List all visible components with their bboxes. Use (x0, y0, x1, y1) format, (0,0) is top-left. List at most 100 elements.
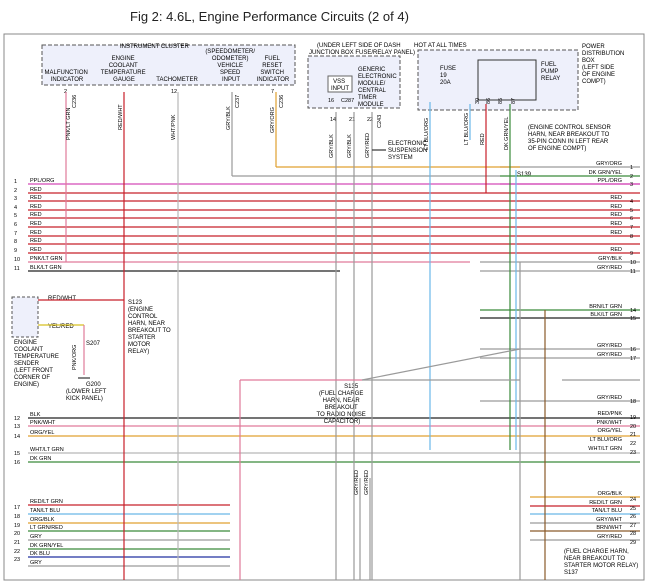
wire-number: 13 (14, 424, 20, 430)
vertical-wire-label: RED/WHT (118, 104, 124, 130)
pdb-pin: 86 (486, 98, 492, 104)
wire-number: 21 (14, 540, 20, 546)
s139-label: S139 (517, 172, 532, 178)
pin-label: C236 (279, 95, 285, 108)
wire-number: 6 (14, 222, 17, 228)
wire-number: 23 (630, 450, 636, 456)
vss-input-box (327, 75, 353, 93)
gem-module: (UNDER LEFT SIDE OF DASH JUNCTION BOX FU… (307, 43, 415, 128)
wire-color-label: RED (30, 204, 42, 210)
wire-color-label: RED (610, 221, 622, 227)
wire-number: 25 (630, 506, 636, 512)
wire-color-label: PPL/ORG (598, 178, 622, 184)
wire-color-label: RED (30, 187, 42, 193)
g200-note: G200 (LOWER LEFT KICK PANEL) (66, 382, 108, 402)
wire-number: 4 (14, 205, 17, 211)
wire-color-label: GRY/RED (597, 265, 622, 271)
wire-color-label: GRY/RED (597, 534, 622, 540)
wire-number: 15 (630, 316, 636, 322)
wire-color-label: PNK/WHT (30, 420, 56, 426)
wire-number: 7 (630, 225, 633, 231)
s135-note: S135 (FUEL CHARGE HARN, NEAR BREAKOUT TO… (317, 384, 368, 425)
wire-number: 5 (14, 213, 17, 219)
wire-number: 11 (14, 266, 20, 272)
wire-number: 16 (630, 347, 636, 353)
wire-number: 8 (14, 239, 17, 245)
wire-number: 15 (14, 451, 20, 457)
power-distribution-box: HOT AT ALL TIMES FUSE 19 20A FUEL PUMP R… (414, 43, 626, 111)
wire-number: 1 (630, 165, 633, 171)
wire-color-label: RED (30, 212, 42, 218)
wire-color-label: DK BLU (30, 551, 50, 557)
wire-color-label: DK GRN/YEL (30, 543, 63, 549)
vss-input-label: (SPEEDOMETER/ ODOMETER) VEHICLE SPEED IN… (205, 49, 256, 83)
wire-color-label: BRN/WHT (596, 525, 622, 531)
wire-color-label: LT BLU/ORG (590, 437, 622, 443)
wire-number: 28 (630, 531, 636, 537)
wire-color-label: ORG/BLK (598, 491, 623, 497)
relay-box (477, 59, 537, 101)
sender-yel-red: YEL/RED (48, 324, 74, 330)
wire-number: 20 (14, 531, 20, 537)
wire-color-label: PNK/WHT (597, 420, 623, 426)
s137-note: (FUEL CHARGE HARN, NEAR BREAKOUT TO STAR… (564, 549, 640, 576)
vss-input-text: VSS INPUT (331, 79, 349, 92)
vertical-wire-label: RED (480, 133, 486, 145)
wire-color-label: RED/LT GRN (589, 500, 622, 506)
wire-number: 19 (630, 415, 636, 421)
gem-header: (UNDER LEFT SIDE OF DASH JUNCTION BOX FU… (309, 43, 415, 56)
wire-number: 10 (14, 257, 20, 263)
ect-gauge-label: ENGINE COOLANT TEMPERATURE GAUGE (101, 56, 148, 83)
wire-number: 1 (14, 179, 17, 185)
gem-title: GENERIC ELECTRONIC MODULE/ CENTRAL TIMER… (358, 67, 398, 108)
wire-number: 11 (630, 269, 636, 275)
wire-number: 27 (630, 523, 636, 529)
wire-number: 21 (630, 432, 636, 438)
gem-pin: 21 (349, 117, 355, 123)
gem-box (307, 55, 401, 109)
wire-number: 14 (630, 308, 636, 314)
gem-pin: C243 (377, 115, 383, 128)
vertical-wire-label: GRY/RED (354, 470, 360, 495)
wire-number: 6 (630, 216, 633, 222)
electronic-suspension-note: ELECTRONIC SUSPENSION SYSTEM (388, 141, 429, 161)
s207-label: S207 (86, 341, 101, 347)
diagram-border (3, 33, 645, 581)
wire-color-label: BRN/LT GRN (589, 304, 622, 310)
vertical-wire-label: WHT/PNK (171, 114, 177, 140)
wire-color-label: GRY/ORG (596, 161, 622, 167)
instrument-cluster-box (41, 44, 296, 86)
wire-color-label: TAN/LT BLU (592, 508, 622, 514)
wire-number: 2 (630, 174, 633, 180)
wire-number: 14 (14, 434, 20, 440)
wire-color-label: ORG/YEL (30, 430, 54, 436)
wire-number: 24 (630, 497, 636, 503)
pnk-org-label: PNK/ORG (72, 345, 78, 370)
wire-number: 10 (630, 260, 636, 266)
wire-color-label: BLK/LT GRN (590, 312, 622, 318)
wire-color-label: PPL/ORG (30, 178, 54, 184)
hot-at-all-times: HOT AT ALL TIMES (414, 43, 467, 49)
coolant-sender-box (11, 296, 39, 338)
pdb-side-label: POWER DISTRIBUTION BOX (LEFT SIDE OF ENG… (582, 44, 626, 85)
wire-color-label: GRY/RED (597, 343, 622, 349)
wire-number: 5 (630, 208, 633, 214)
wire-number: 19 (14, 523, 20, 529)
sender-red-wht: RED/WHT (48, 296, 76, 302)
vertical-wire-label: DK GRN/YEL (504, 117, 510, 150)
vertical-wire-label: LT BLU/ORG (424, 118, 430, 150)
coolant-sender-label: ENGINE COOLANT TEMPERATURE SENDER (LEFT … (14, 340, 61, 388)
gem-pin: 14 (330, 117, 336, 123)
wire-color-label: RED (30, 221, 42, 227)
pdb-pin: 30 (475, 98, 481, 104)
wire-number: 3 (630, 182, 633, 188)
ecs-harness-note: (ENGINE CONTROL SENSOR HARN, NEAR BREAKO… (528, 125, 612, 152)
wire-number: 29 (630, 540, 636, 546)
vertical-wire-label: GRY/ORG (270, 107, 276, 133)
vertical-wire-label: GRY/BLK (347, 134, 353, 158)
vertical-wire-label: PNK/LT GRN (66, 107, 72, 140)
fuel-pump-relay-label: FUEL PUMP RELAY (541, 62, 560, 82)
wire-number: 2 (14, 188, 17, 194)
pin-label: C236 (72, 95, 78, 108)
